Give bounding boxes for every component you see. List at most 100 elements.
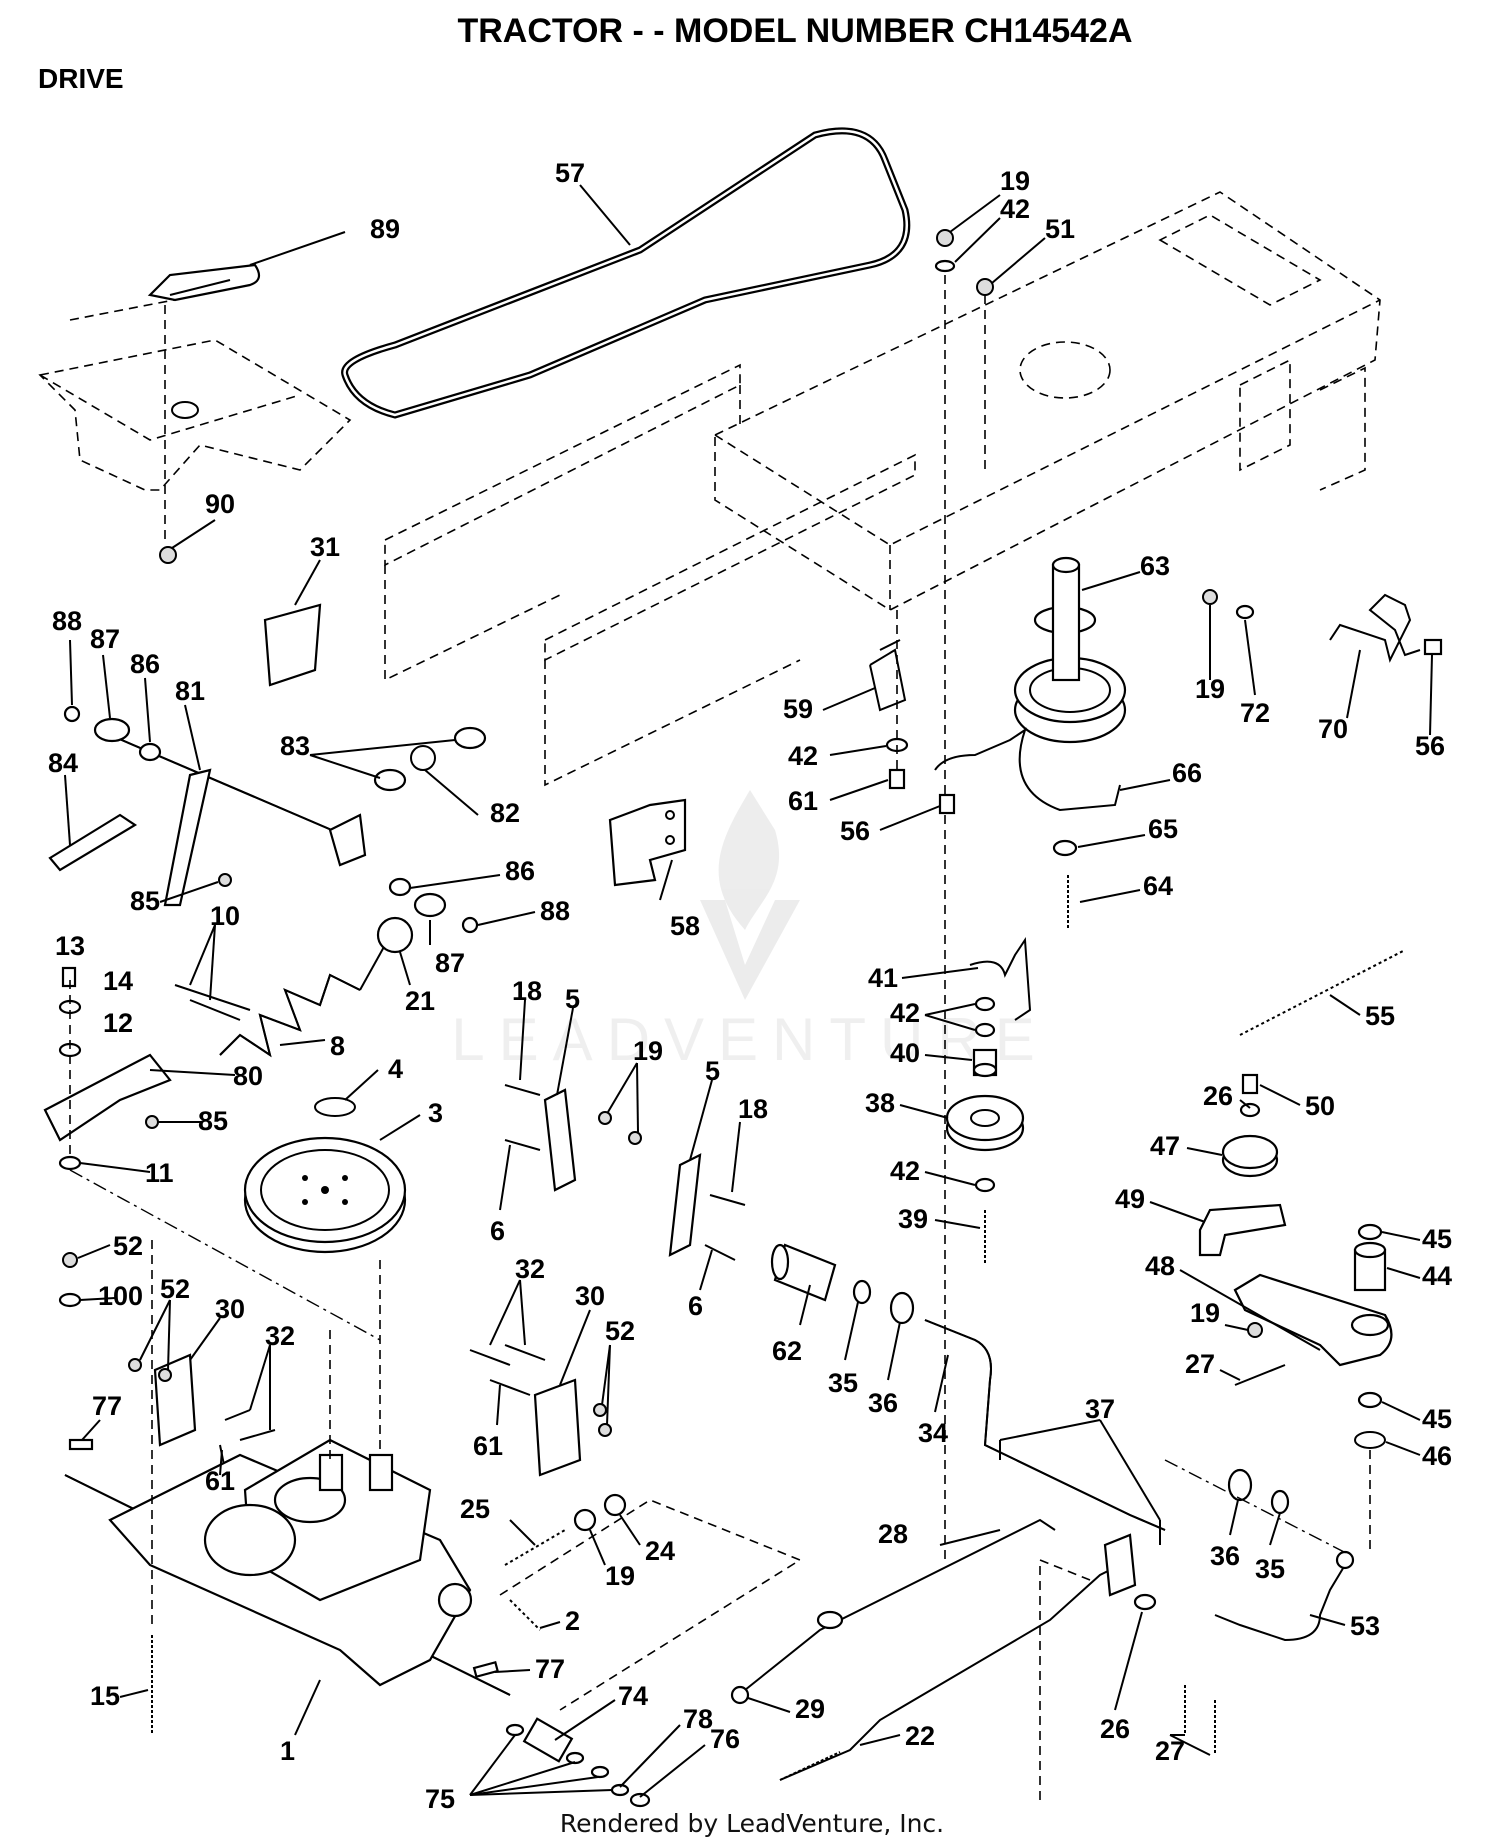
leader-lines bbox=[64, 184, 1433, 1798]
callout: 90 bbox=[205, 489, 235, 519]
callout: 88 bbox=[540, 896, 570, 926]
callout: 51 bbox=[1045, 214, 1075, 244]
idler-pulley-63 bbox=[1013, 556, 1127, 744]
bolt-10a bbox=[174, 984, 251, 1011]
callout: 61 bbox=[473, 1431, 503, 1461]
callout: 24 bbox=[645, 1536, 675, 1566]
callout: 74 bbox=[618, 1681, 648, 1711]
callout: 87 bbox=[90, 624, 120, 654]
callout: 83 bbox=[280, 731, 310, 761]
nut-85-top bbox=[218, 873, 232, 887]
callout: 45 bbox=[1422, 1224, 1452, 1254]
callout: 21 bbox=[405, 986, 435, 1016]
callout: 32 bbox=[265, 1321, 295, 1351]
callout: 35 bbox=[828, 1368, 858, 1398]
callout: 6 bbox=[688, 1291, 703, 1321]
ring-76 bbox=[629, 1792, 651, 1808]
callout: 78 bbox=[683, 1704, 713, 1734]
callout: 34 bbox=[918, 1418, 948, 1448]
bracket-5-right bbox=[668, 1153, 702, 1257]
leadventure-watermark-logo: LEADVENTURE bbox=[451, 790, 1035, 1073]
shift-knob-21 bbox=[376, 916, 414, 954]
bracket-89 bbox=[147, 263, 261, 302]
idler-arm-66 bbox=[934, 727, 1121, 812]
callout: 8 bbox=[330, 1031, 345, 1061]
bolt-61-right bbox=[489, 1379, 531, 1396]
callout: 11 bbox=[145, 1158, 174, 1188]
callout: 35 bbox=[1255, 1554, 1285, 1584]
callout: 52 bbox=[160, 1274, 190, 1304]
bolt-56-mid bbox=[938, 793, 956, 815]
retaining-ring-4 bbox=[314, 1097, 356, 1117]
callout: 37 bbox=[1085, 1394, 1115, 1424]
clip-88-right bbox=[461, 916, 479, 934]
washer-45-low bbox=[1357, 1391, 1383, 1409]
callout: 63 bbox=[1140, 551, 1170, 581]
callout: 42 bbox=[788, 741, 818, 771]
spacer-74 bbox=[522, 1717, 574, 1763]
washer-45-top bbox=[1357, 1223, 1383, 1241]
callout: 52 bbox=[605, 1316, 635, 1346]
callout: 32 bbox=[515, 1254, 545, 1284]
nut-52-c bbox=[593, 1403, 607, 1417]
callout: 45 bbox=[1422, 1404, 1452, 1434]
washer-36-right bbox=[1227, 1468, 1253, 1502]
callout: 25 bbox=[460, 1494, 490, 1524]
callout: 50 bbox=[1305, 1091, 1335, 1121]
callout: 18 bbox=[512, 976, 542, 1006]
bolt-32-d bbox=[504, 1344, 546, 1361]
washer-36-left bbox=[889, 1291, 915, 1325]
plate-80 bbox=[43, 1053, 172, 1142]
callout: 42 bbox=[1000, 194, 1030, 224]
callout: 81 bbox=[175, 676, 205, 706]
callout: 87 bbox=[435, 948, 465, 978]
spring-82 bbox=[410, 745, 436, 771]
callout: 55 bbox=[1365, 1001, 1395, 1031]
callout: 3 bbox=[428, 1098, 443, 1128]
callout: 27 bbox=[1155, 1736, 1185, 1766]
page-title: TRACTOR - - MODEL NUMBER CH14542A bbox=[457, 12, 1132, 50]
callout: 28 bbox=[878, 1519, 908, 1549]
bracket-58 bbox=[608, 798, 687, 887]
bracket-30-right bbox=[533, 1378, 582, 1477]
washer-26-top bbox=[1239, 1102, 1261, 1118]
callout: 18 bbox=[738, 1094, 768, 1124]
callout: 5 bbox=[565, 984, 580, 1014]
callout: 85 bbox=[130, 886, 160, 916]
callout: 57 bbox=[555, 158, 585, 188]
bolt-18-right bbox=[709, 1194, 746, 1206]
spring-2 bbox=[509, 1599, 541, 1631]
callout: 88 bbox=[52, 606, 82, 636]
callout: 84 bbox=[48, 748, 78, 778]
rod-22 bbox=[779, 1564, 1121, 1781]
washer-11 bbox=[58, 1155, 82, 1171]
transaxle-1 bbox=[64, 1438, 511, 1696]
callout: 30 bbox=[575, 1281, 605, 1311]
washer-75-a bbox=[505, 1723, 525, 1737]
washer-65 bbox=[1052, 839, 1078, 857]
bolt-32-b bbox=[239, 1429, 276, 1441]
callout: 19 bbox=[605, 1561, 635, 1591]
callout: 15 bbox=[90, 1681, 120, 1711]
callout: 48 bbox=[1145, 1251, 1175, 1281]
callout: 61 bbox=[205, 1466, 235, 1496]
washer-100 bbox=[58, 1292, 82, 1308]
bolt-32-c bbox=[469, 1349, 511, 1366]
bolt-32-a bbox=[224, 1409, 251, 1421]
nut-85-low bbox=[145, 1115, 159, 1129]
callout: 62 bbox=[772, 1336, 802, 1366]
callout: 80 bbox=[233, 1061, 263, 1091]
footer-credit: Rendered by LeadVenture, Inc. bbox=[560, 1809, 944, 1838]
clip-88-left bbox=[63, 705, 81, 723]
bolt-27-idler bbox=[1234, 1364, 1286, 1386]
nut-19-a bbox=[598, 1111, 612, 1125]
washer-87-left bbox=[93, 717, 131, 743]
callout: 36 bbox=[1210, 1541, 1240, 1571]
callout: 12 bbox=[103, 1008, 133, 1038]
callout: 29 bbox=[795, 1694, 825, 1724]
bolt-50 bbox=[1241, 1073, 1259, 1095]
nut-52-a bbox=[128, 1358, 142, 1372]
callout: 56 bbox=[840, 816, 870, 846]
callout: 5 bbox=[705, 1056, 720, 1086]
callout: 26 bbox=[1203, 1081, 1233, 1111]
